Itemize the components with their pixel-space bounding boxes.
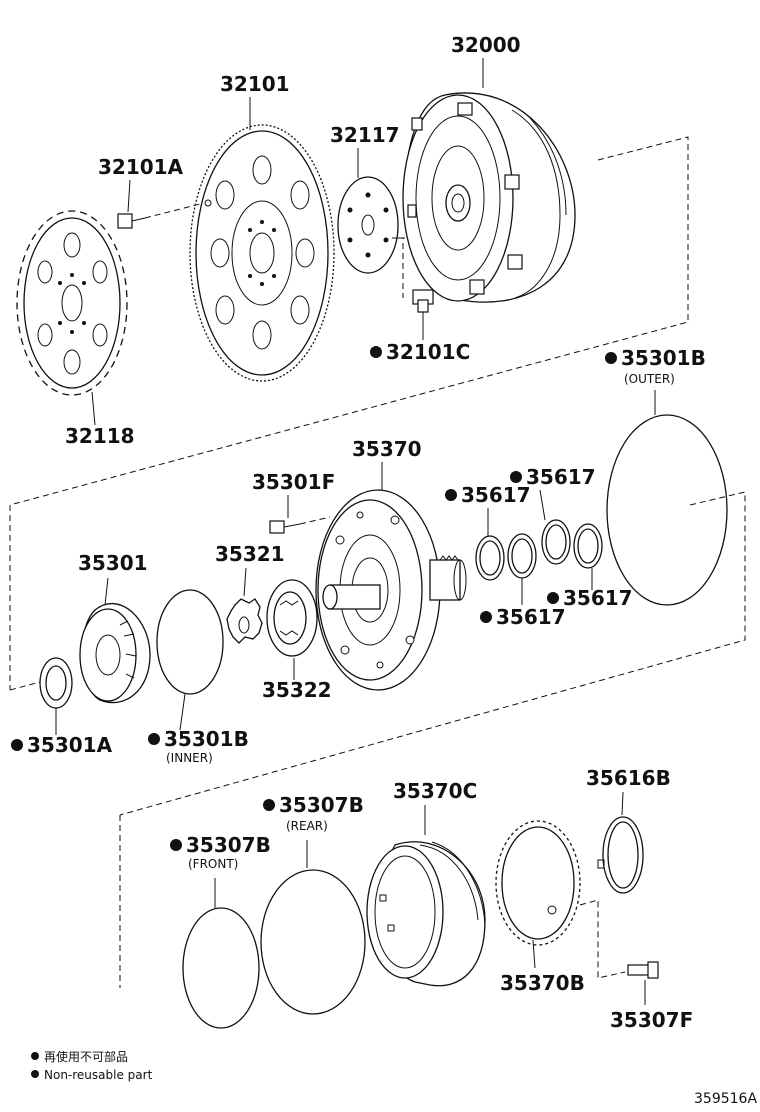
non-reusable-marker — [170, 839, 182, 851]
drive-plate-32118 — [16, 210, 128, 426]
label-35370C: 35370C — [393, 779, 477, 803]
label-35307F: 35307F — [610, 1008, 693, 1032]
plate-35370B — [495, 820, 581, 969]
label-35307B-front: 35307B — [186, 833, 271, 857]
bolt-35301F — [269, 495, 331, 534]
assembly-frame-top — [9, 136, 689, 506]
non-reusable-marker — [510, 471, 522, 483]
seal-rings-35617 — [475, 489, 603, 605]
o-ring-35307B-front — [182, 878, 260, 1029]
label-32118: 32118 — [65, 424, 135, 448]
drive-gear-35321 — [226, 567, 263, 644]
label-35301B-inner-note: (INNER) — [166, 751, 213, 765]
label-32117: 32117 — [330, 123, 400, 147]
label-35370B: 35370B — [500, 971, 585, 995]
label-35616B: 35616B — [586, 766, 671, 790]
label-35301B-outer: 35301B — [621, 346, 706, 370]
non-reusable-marker — [11, 739, 23, 751]
label-35301B-outer-note: (OUTER) — [624, 372, 675, 386]
diagram-code: 359516A — [694, 1091, 757, 1107]
o-ring-35301B-inner — [156, 589, 224, 731]
label-35301A: 35301A — [27, 733, 113, 757]
label-35321: 35321 — [215, 542, 285, 566]
label-35307B-rear-note: (REAR) — [286, 819, 328, 833]
assembly-frame-middle — [9, 491, 746, 816]
bolt-32101A — [117, 179, 201, 229]
non-reusable-marker — [370, 346, 382, 358]
flex-plate-32101 — [189, 97, 335, 382]
legend-en: Non-reusable part — [44, 1068, 153, 1082]
label-35617-d: 35617 — [496, 605, 566, 629]
o-ring-35301B-outer — [606, 390, 728, 606]
o-ring-35307B-rear — [260, 840, 366, 1015]
label-32000: 32000 — [451, 33, 521, 57]
non-reusable-marker — [480, 611, 492, 623]
label-35301: 35301 — [78, 551, 148, 575]
non-reusable-marker — [263, 799, 275, 811]
label-35322: 35322 — [262, 678, 332, 702]
legend-marker-jp — [31, 1052, 39, 1060]
oil-seal-35301A — [39, 657, 73, 735]
non-reusable-marker — [605, 352, 617, 364]
label-32101: 32101 — [220, 72, 290, 96]
bolt-32101C — [398, 237, 434, 340]
spacer-plate-32117 — [337, 148, 405, 274]
non-reusable-marker — [148, 733, 160, 745]
non-reusable-marker — [547, 592, 559, 604]
label-32101A: 32101A — [98, 155, 184, 179]
label-35370: 35370 — [352, 437, 422, 461]
bolt-35307F — [579, 899, 659, 1005]
label-35307B-rear: 35307B — [279, 793, 364, 817]
torque-converter-32000 — [402, 58, 576, 303]
label-35301F: 35301F — [252, 470, 335, 494]
driven-gear-35322 — [266, 579, 318, 680]
legend-marker-en — [31, 1070, 39, 1078]
drum-35370C — [366, 805, 486, 987]
pump-body-35370 — [315, 462, 467, 691]
label-35617-a: 35617 — [526, 465, 596, 489]
label-32101C: 32101C — [386, 340, 470, 364]
stator-35301 — [79, 577, 151, 704]
non-reusable-marker — [445, 489, 457, 501]
legend-jp: 再使用不可部品 — [44, 1049, 128, 1064]
label-35617-c: 35617 — [563, 586, 633, 610]
label-35307B-front-note: (FRONT) — [188, 857, 238, 871]
snap-ring-35616B — [597, 791, 644, 894]
label-35301B-inner: 35301B — [164, 727, 249, 751]
label-35617-b: 35617 — [461, 483, 531, 507]
